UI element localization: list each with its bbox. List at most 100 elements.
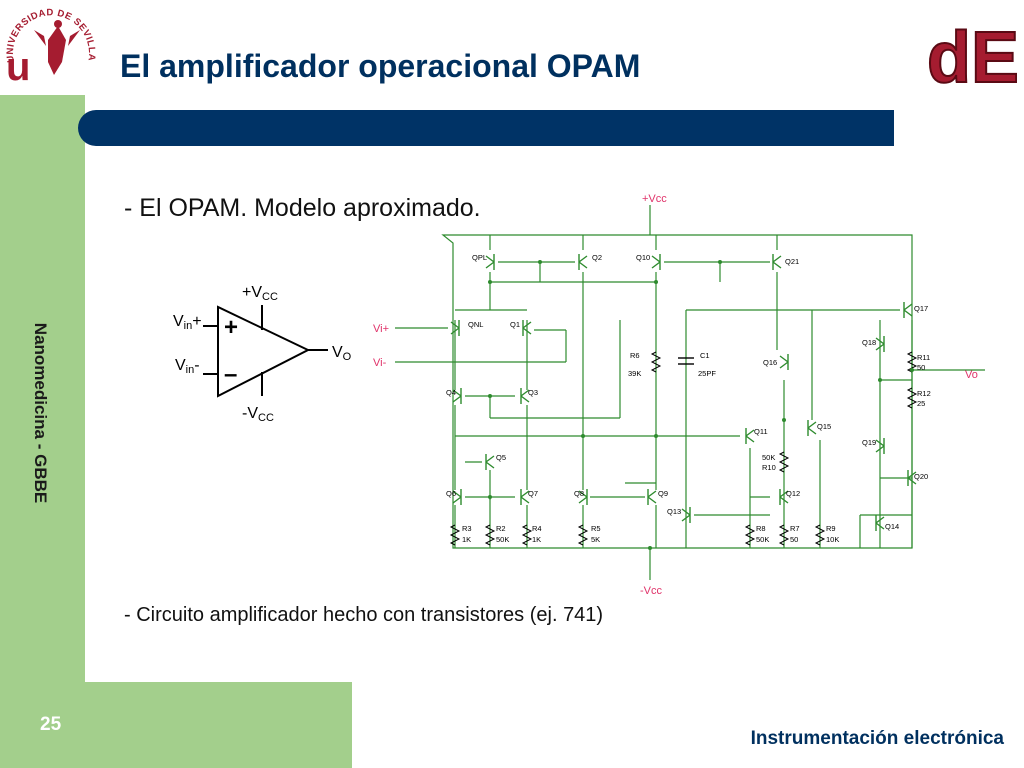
- label-r8: R8: [756, 524, 766, 533]
- label-r11: R11: [917, 353, 930, 362]
- label-q7: Q7: [528, 489, 538, 498]
- label-r4: R4: [532, 524, 542, 533]
- footer-background: [0, 682, 352, 768]
- label-q12: Q12: [786, 489, 800, 498]
- component-labels: QPL Q2 Q10 Q21 QNL Q1 Q17 Q18 Q16 Q4 Q3 …: [446, 253, 931, 544]
- transistor-symbols: [450, 254, 917, 531]
- transistor-q19: [875, 438, 885, 454]
- department-logo-text: dE: [927, 18, 1017, 90]
- label-r11-val: 50: [917, 363, 925, 372]
- transistor-q18: [875, 336, 885, 352]
- footer-course: Instrumentación electrónica: [750, 728, 1004, 749]
- resistor-r8: [744, 524, 756, 546]
- opamp-vin-neg-label: Vin-: [175, 357, 200, 376]
- resistor-r3: [449, 524, 461, 546]
- label-q16: Q16: [763, 358, 777, 367]
- label-r3-val: 1K: [462, 535, 471, 544]
- section-subtitle: - El OPAM. Modelo aproximado.: [124, 194, 481, 222]
- department-logo: dE: [926, 17, 1017, 90]
- label-q9: Q9: [658, 489, 668, 498]
- junction-dots: [488, 260, 914, 550]
- label-q13: Q13: [667, 507, 681, 516]
- transistor-q12: [779, 489, 789, 505]
- sidebar-label: Nanomedicina - GBBE: [31, 322, 50, 504]
- resistor-r7: [778, 524, 790, 546]
- label-q5: Q5: [496, 453, 506, 462]
- label-q8: Q8: [574, 489, 584, 498]
- label-qnl: QNL: [468, 320, 483, 329]
- transistor-q5: [485, 454, 495, 470]
- transistor-q7: [520, 489, 530, 505]
- label-q2: Q2: [592, 253, 602, 262]
- label-r10-val: 50K: [762, 453, 775, 462]
- opamp-vcc-neg-label: -VCC: [242, 405, 274, 424]
- sidebar-background: [0, 95, 85, 768]
- resistor-r6: [650, 351, 662, 373]
- transistor-q11: [745, 428, 755, 444]
- label-r2: R2: [496, 524, 506, 533]
- vi-minus-label: Vi-: [373, 357, 387, 369]
- resistor-r10: [778, 451, 790, 473]
- label-r9: R9: [826, 524, 836, 533]
- resistor-r11: [906, 351, 918, 373]
- opamp-minus-sign: –: [224, 361, 237, 388]
- transistor-q15: [807, 420, 817, 436]
- label-r2-val: 50K: [496, 535, 509, 544]
- label-q4: Q4: [446, 388, 456, 397]
- label-q17: Q17: [914, 304, 928, 313]
- opamp-vcc-pos-label: +VCC: [242, 284, 278, 303]
- label-r10: R10: [762, 463, 776, 472]
- label-r5-val: 5K: [591, 535, 600, 544]
- power-rail: [441, 234, 913, 549]
- label-r6: R6: [630, 351, 640, 360]
- label-q20: Q20: [914, 472, 928, 481]
- transistor-q10: [651, 254, 661, 270]
- circuit-wires: [395, 205, 985, 580]
- opamp-plus-sign: +: [224, 314, 238, 341]
- transistor-q13: [681, 507, 691, 523]
- label-r9-val: 10K: [826, 535, 839, 544]
- label-r8-val: 50K: [756, 535, 769, 544]
- label-r4-val: 1K: [532, 535, 541, 544]
- label-c1: C1: [700, 351, 710, 360]
- university-logo: UNIVERSIDAD DE SEVILLA u: [5, 7, 97, 89]
- transistor-q14: [875, 515, 885, 531]
- transistor-q4: [452, 388, 462, 404]
- transistor-qpl: [485, 254, 495, 270]
- resistor-symbols: [449, 351, 918, 546]
- label-q18: Q18: [862, 338, 876, 347]
- transistor-q20: [907, 470, 917, 486]
- opamp-symbol: +VCC -VCC Vin+ Vin- + – VO: [173, 284, 352, 424]
- vcc-top-label: +Vcc: [642, 193, 667, 205]
- label-q3: Q3: [528, 388, 538, 397]
- label-r6-val: 39K: [628, 369, 641, 378]
- label-q21: Q21: [785, 257, 799, 266]
- label-q15: Q15: [817, 422, 831, 431]
- content-panel: [85, 95, 1024, 682]
- label-q11: Q11: [754, 427, 768, 436]
- opamp-output-label: VO: [332, 344, 352, 363]
- resistor-r2: [484, 524, 496, 546]
- transistor-q8: [578, 489, 588, 505]
- label-r7: R7: [790, 524, 800, 533]
- transistor-q21: [772, 254, 782, 270]
- label-q14: Q14: [885, 522, 899, 531]
- vo-label: Vo: [965, 369, 978, 381]
- transistor-q16: [779, 354, 789, 370]
- page-number: 25: [40, 714, 62, 735]
- opamp-vin-pos-label: Vin+: [173, 313, 202, 332]
- circuit-schematic: +Vcc -Vcc Vi+ Vi- Vo QPL Q2 Q10 Q21 QNL …: [373, 193, 985, 597]
- capacitor-c1: [678, 357, 694, 365]
- label-q6: Q6: [446, 489, 456, 498]
- resistor-r5: [577, 524, 589, 546]
- label-r12: R12: [917, 389, 931, 398]
- transistor-q2: [578, 254, 588, 270]
- svg-text:u: u: [6, 45, 30, 89]
- resistor-r12: [906, 387, 918, 409]
- label-r12-val: 25: [917, 399, 925, 408]
- red-labels: +Vcc -Vcc Vi+ Vi- Vo: [373, 193, 978, 597]
- resistor-r4: [521, 524, 533, 546]
- transistor-q9: [647, 489, 657, 505]
- label-q10: Q10: [636, 253, 650, 262]
- label-r5: R5: [591, 524, 601, 533]
